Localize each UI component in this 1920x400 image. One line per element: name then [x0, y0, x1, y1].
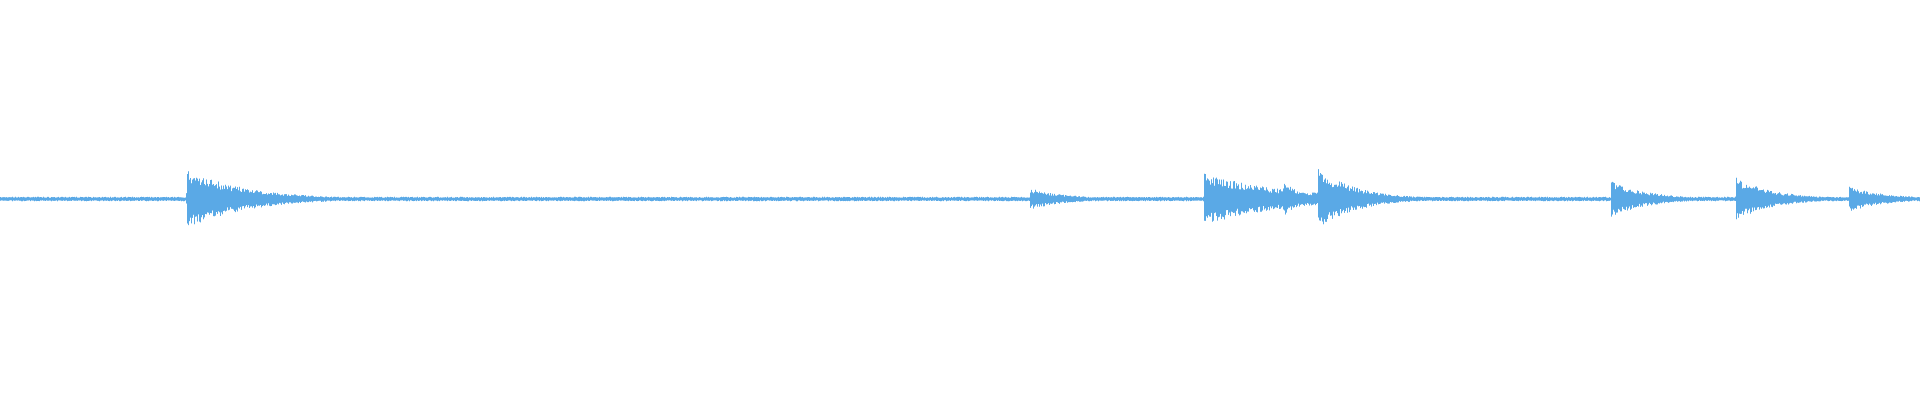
waveform-samples — [0, 169, 1920, 226]
